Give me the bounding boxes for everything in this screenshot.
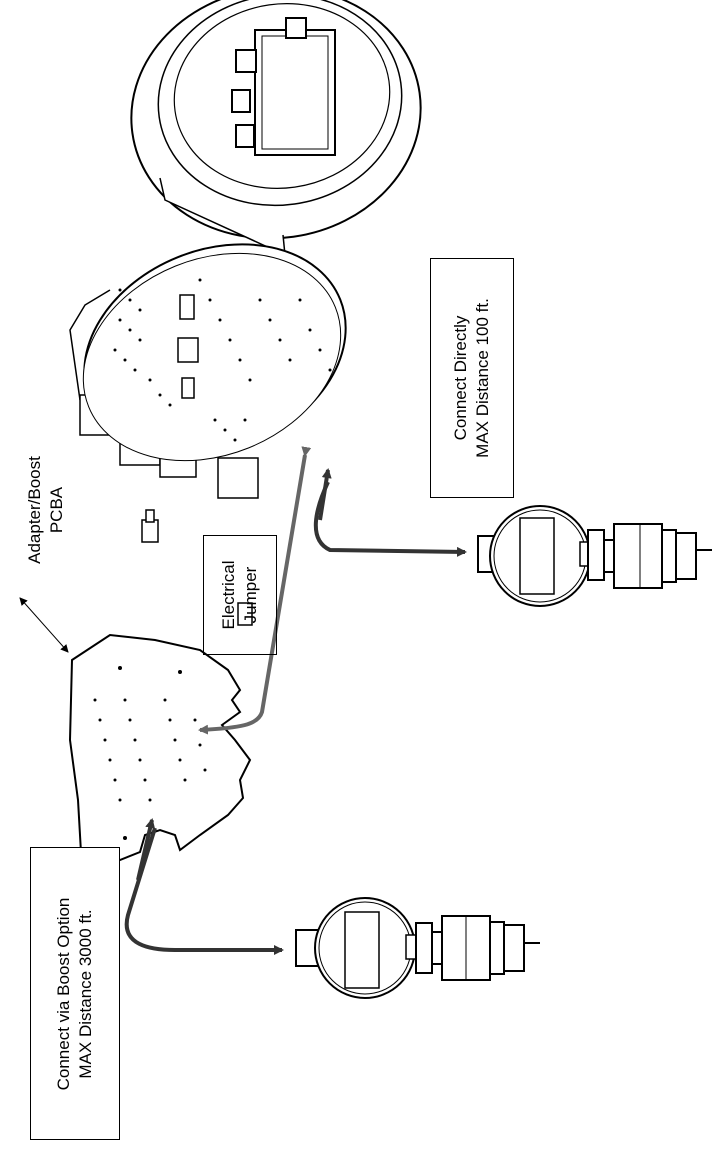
connect-boost-label: Connect via Boost Option MAX Distance 30… (30, 847, 120, 1140)
sensor-boost (295, 897, 540, 999)
connect-directly-label: Connect Directly MAX Distance 100 ft. (430, 258, 514, 498)
jumper-label-line1: Electrical (219, 560, 238, 630)
adapter-label-line2: PCBA (47, 486, 66, 534)
standoff-upper (141, 509, 159, 543)
adapter-pcba-dots (93, 666, 207, 840)
main-pcba-dots (113, 278, 332, 442)
boost-label-line1: Connect via Boost Option (54, 897, 73, 1090)
adapter-boost-label: Adapter/Boost PCBA (20, 420, 72, 600)
electrical-jumper-label: Electrical Jumper (203, 535, 277, 655)
adapter-pointer-arrow (19, 597, 69, 653)
jumper-label-line2: Jumper (241, 566, 260, 624)
adapter-label-line1: Adapter/Boost (25, 456, 44, 564)
adapter-boost-pcba (68, 633, 252, 876)
main-pcba (69, 243, 347, 499)
boost-upward-arrow (136, 818, 156, 881)
direct-label-line2: MAX Distance 100 ft. (473, 298, 492, 458)
housing-cover (130, 0, 422, 257)
pcba-connection-head-arrow (318, 468, 332, 521)
boost-label-line2: MAX Distance 3000 ft. (76, 908, 95, 1079)
jumper-arrow (198, 446, 312, 735)
sensor-direct (477, 505, 712, 607)
direct-label-line1: Connect Directly (451, 315, 470, 441)
boost-connection-arrow (124, 827, 284, 955)
